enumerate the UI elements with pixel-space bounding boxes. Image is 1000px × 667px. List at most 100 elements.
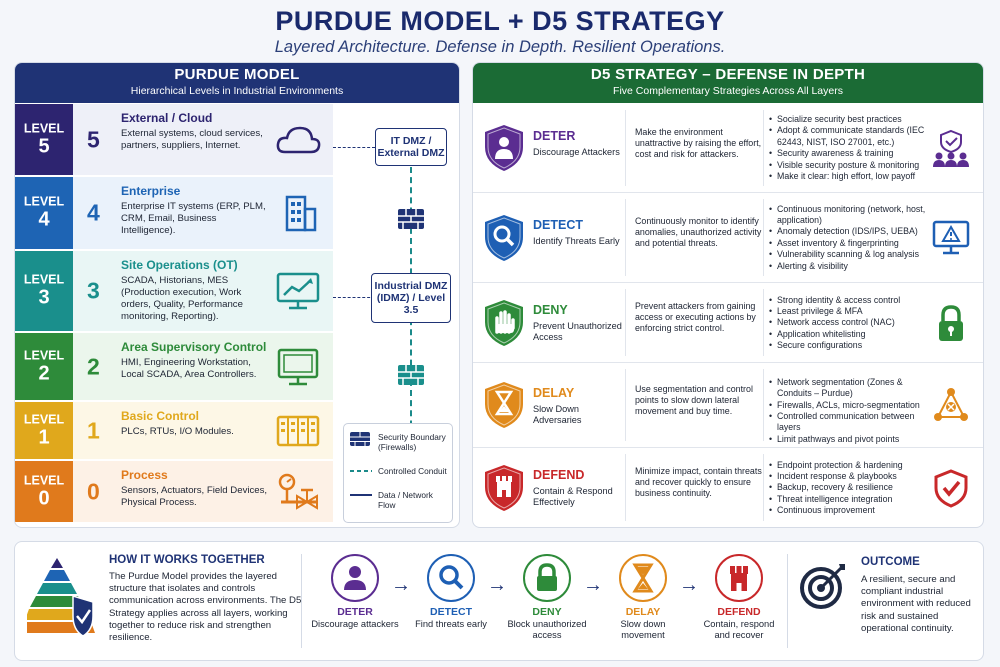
- outcome-text: A resilient, secure and compliant indust…: [861, 574, 971, 634]
- deny-icon: [537, 563, 557, 591]
- level-badge: LEVEL 2: [15, 333, 73, 400]
- level-text: Basic Control PLCs, RTUs, I/O Modules.: [121, 409, 271, 438]
- level-desc: PLCs, RTUs, I/O Modules.: [121, 426, 234, 437]
- d5-desc: Prevent attackers from gaining access or…: [635, 301, 756, 333]
- level-big-number: 2: [87, 353, 100, 379]
- d5-sub: Contain & Respond Effectively: [533, 486, 613, 507]
- d5-item: Network access control (NAC): [769, 317, 929, 329]
- d5-item: Backup, recovery & resilience: [769, 482, 929, 494]
- d5-item: Adopt & communicate standards (IEC 62443…: [769, 125, 929, 148]
- level-text: Process Sensors, Actuators, Field Device…: [121, 468, 271, 509]
- legend-boundary: Security Boundary (Firewalls): [350, 432, 450, 456]
- divider: [763, 454, 764, 521]
- d5-item: Continuous improvement: [769, 505, 929, 517]
- padlock-icon: [939, 304, 963, 341]
- delay-icon: [632, 563, 654, 593]
- level-word: LEVEL: [23, 121, 65, 135]
- d5-item: Controlled communication between layers: [769, 411, 929, 434]
- d5-item: Network segmentation (Zones & Conduits –…: [769, 377, 929, 400]
- level-title: Basic Control: [121, 409, 200, 423]
- level-number: 1: [38, 426, 50, 448]
- d5-desc: Minimize impact, contain threats and rec…: [635, 466, 762, 498]
- level-body: 2 Area Supervisory Control HMI, Engineer…: [73, 333, 333, 400]
- level-word: LEVEL: [23, 272, 65, 287]
- level-title: Site Operations (OT): [121, 258, 238, 272]
- purdue-level-row: LEVEL 0 0 Process Sensors, Actuators, Fi…: [15, 461, 333, 523]
- d5-name: DELAY: [533, 385, 575, 400]
- level-badge: LEVEL 3: [15, 251, 73, 331]
- level-title: Enterprise: [121, 184, 181, 198]
- level-big-number: 3: [87, 277, 100, 304]
- firewall-icon: [350, 432, 370, 446]
- flow-circle: [523, 554, 571, 602]
- d5-item: Endpoint protection & hardening: [769, 460, 929, 472]
- flow-step-detect: DETECT Find threats early: [407, 554, 495, 630]
- purdue-legend: Security Boundary (Firewalls) Controlled…: [343, 423, 453, 523]
- level-word: LEVEL: [23, 194, 65, 209]
- level-word: LEVEL: [23, 473, 65, 487]
- d5-row-defend: DEFEND Contain & Respond Effectively Min…: [473, 448, 983, 527]
- d5-desc: Continuously monitor to identify anomali…: [635, 216, 762, 248]
- it-dmz-box: IT DMZ / External DMZ: [375, 128, 447, 166]
- level-word: LEVEL: [23, 412, 65, 426]
- user-shield-icon: [485, 125, 523, 171]
- d5-item: Make it clear: high effort, low payoff: [769, 171, 929, 183]
- flow-step-name: DETECT: [430, 606, 472, 618]
- d5-sub: Slow Down Adversaries: [533, 403, 582, 425]
- flow-step-desc: Find threats early: [415, 619, 487, 629]
- level-body: 4 Enterprise Enterprise IT systems (ERP,…: [73, 177, 333, 249]
- flow-step-delay: DELAY Slow down movement: [599, 554, 687, 641]
- divider: [763, 289, 764, 356]
- idmz-link-line: [333, 297, 375, 298]
- d5-name: DEFEND: [533, 468, 585, 482]
- d5-item: Socialize security best practices: [769, 114, 929, 126]
- level-number: 5: [38, 135, 50, 157]
- flow-step-name: DELAY: [625, 606, 661, 618]
- d5-desc: Make the environment unattractive by rai…: [635, 126, 762, 159]
- flow-circle: [331, 554, 379, 602]
- level-title: Area Supervisory Control: [121, 340, 267, 354]
- castle-shield-icon: [485, 464, 523, 511]
- flow-step-desc: Block unauthorized access: [507, 619, 587, 640]
- firewall-icon: [398, 209, 424, 229]
- purdue-level-row: LEVEL 2 2 Area Supervisory Control HMI, …: [15, 333, 333, 401]
- d5-panel: D5 STRATEGY – DEFENSE IN DEPTH Five Comp…: [472, 62, 984, 528]
- level-badge: LEVEL 5: [15, 104, 73, 175]
- d5-item: Alerting & visibility: [769, 261, 929, 273]
- level-desc: Enterprise IT systems (ERP, PLM, CRM, Em…: [121, 201, 266, 236]
- d5-desc: Use segmentation and control points to s…: [635, 383, 753, 416]
- level-number: 4: [38, 208, 50, 231]
- d5-item: Least privilege & MFA: [769, 306, 929, 318]
- d5-row-deny: DENY Prevent Unauthorized Access Prevent…: [473, 283, 983, 363]
- page-title: PURDUE MODEL + D5 STRATEGY: [275, 6, 725, 36]
- alert-monitor-icon: [932, 220, 970, 254]
- people-shield-icon: [933, 129, 969, 167]
- level-text: Site Operations (OT) SCADA, Historians, …: [121, 258, 271, 323]
- level-body: 1 Basic Control PLCs, RTUs, I/O Modules.: [73, 402, 333, 459]
- d5-item: Firewalls, ACLs, micro-segmentation: [769, 400, 929, 412]
- arrow-right-icon: →: [679, 574, 699, 596]
- flow-step-desc: Discourage attackers: [311, 619, 399, 629]
- purdue-level-row: LEVEL 1 1 Basic Control PLCs, RTUs, I/O …: [15, 402, 333, 460]
- flow-step-name: DENY: [532, 606, 562, 618]
- d5-item: Vulnerability scanning & log analysis: [769, 249, 929, 261]
- outcome-title: OUTCOME: [861, 556, 920, 568]
- purdue-title: PURDUE MODEL: [174, 66, 300, 83]
- d5-name-block: DELAY Slow Down Adversaries: [533, 386, 623, 426]
- d5-item: Asset inventory & fingerprinting: [769, 238, 929, 250]
- d5-sub: Discourage Attackers: [533, 146, 620, 157]
- d5-row-deter: DETER Discourage Attackers Make the envi…: [473, 104, 983, 193]
- d5-list: Network segmentation (Zones & Conduits –…: [769, 377, 929, 446]
- level-text: External / Cloud External systems, cloud…: [121, 111, 271, 152]
- cloud-icon: [276, 126, 321, 153]
- d5-item: Application whitelisting: [769, 329, 929, 341]
- d5-list: Endpoint protection & hardeningIncident …: [769, 460, 929, 517]
- level-body: 5 External / Cloud External systems, clo…: [73, 104, 333, 175]
- industrial-dmz-box: Industrial DMZ (IDMZ) / Level 3.5: [371, 273, 451, 323]
- flow-step-defend: DEFEND Contain, respond and recover: [695, 554, 783, 641]
- level-desc: Sensors, Actuators, Field Devices, Physi…: [121, 485, 268, 508]
- d5-name-block: DETER Discourage Attackers: [533, 129, 623, 158]
- divider: [625, 369, 626, 441]
- defend-icon: [730, 566, 748, 591]
- d5-list: Strong identity & access controlLeast pr…: [769, 295, 929, 352]
